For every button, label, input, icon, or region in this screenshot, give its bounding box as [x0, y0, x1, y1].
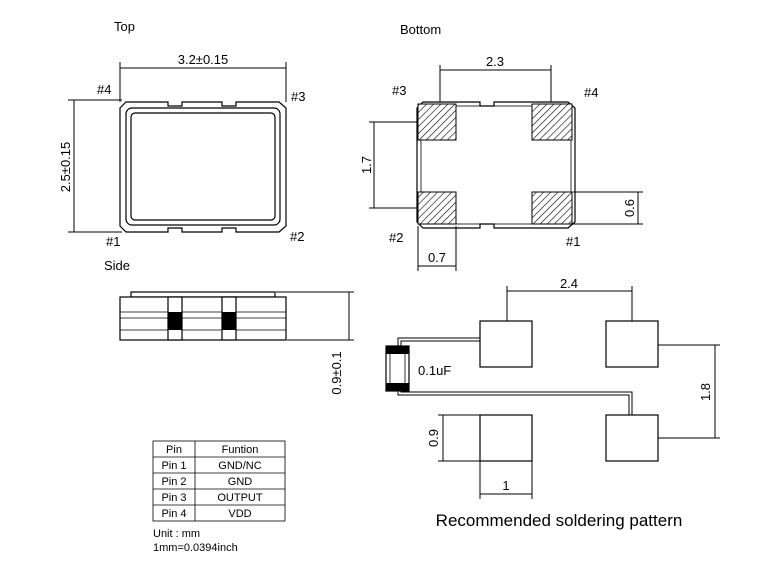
- solder-pad-top-right: [605, 320, 659, 368]
- top-pin2-label: #2: [290, 229, 304, 244]
- solder-pad-vertical-dim-label: 1.8: [698, 383, 713, 401]
- pin-table-header-function: Funtion: [222, 444, 259, 456]
- bottom-pad-vertical-dim-label: 1.7: [359, 156, 374, 174]
- pin-table-cell: Pin 2: [161, 476, 186, 488]
- side-height-dim-label: 0.9±0.1: [329, 351, 344, 394]
- bottom-inner-outline: [420, 105, 572, 225]
- side-terminal-right-fill: [222, 312, 236, 330]
- bottom-pad-height-dim-label: 0.6: [622, 199, 637, 217]
- top-width-dim-label: 3.2±0.15: [178, 52, 229, 67]
- soldering-pattern: 2.4 1.8 0.9 1 0.1uF Recommended solderin…: [385, 276, 720, 530]
- bottom-pin2-label: #2: [389, 230, 403, 245]
- capacitor-label: 0.1uF: [418, 363, 451, 378]
- soldering-pattern-title: Recommended soldering pattern: [436, 511, 683, 530]
- top-pin4-label: #4: [97, 82, 111, 97]
- capacitor-terminal-top: [386, 346, 409, 354]
- pin-table-cell: GND: [228, 476, 253, 488]
- side-view-title: Side: [104, 258, 130, 273]
- pin-table-border: [152, 440, 286, 522]
- bottom-pad-2: [417, 191, 457, 225]
- bottom-pin3-label: #3: [392, 83, 406, 98]
- pin-table: Pin Funtion Pin 1 GND/NC Pin 2 GND Pin 3…: [152, 440, 286, 522]
- pin-table-cell: Pin 4: [161, 508, 186, 520]
- top-lid-inner: [130, 112, 276, 221]
- trace-top-inner: [400, 340, 480, 346]
- bottom-pad-spacing-dim-label: 2.3: [486, 54, 504, 69]
- bottom-view: Bottom 2.3 1.7 0.6 0.7 #3 #4 #2 #1: [359, 22, 643, 271]
- top-view: Top 3.2±0.15 2.5±0.15 #4 #3 #1 #2: [58, 19, 305, 249]
- pin-table-cell: GND/NC: [218, 460, 261, 472]
- bottom-pad-3: [417, 103, 457, 141]
- bottom-pad-width-dim-label: 0.7: [428, 250, 446, 265]
- side-view: Side 0.9±0.1: [104, 258, 354, 395]
- top-pin3-label: #3: [291, 89, 305, 104]
- side-lid: [130, 291, 276, 298]
- solder-pad-spacing-dim-label: 2.4: [560, 276, 578, 291]
- pin-table-cell: Pin 1: [161, 460, 186, 472]
- pin-table-cell: Pin 3: [161, 492, 186, 504]
- unit-note: Unit : mm: [153, 528, 200, 540]
- solder-pad-width-dim-label: 1: [502, 478, 509, 493]
- top-pin1-label: #1: [106, 234, 120, 249]
- conversion-note: 1mm=0.0394inch: [153, 542, 238, 554]
- bottom-pin4-label: #4: [584, 85, 598, 100]
- side-body: [119, 296, 287, 341]
- bottom-pad-1: [531, 191, 573, 225]
- capacitor-terminal-bottom: [386, 383, 409, 391]
- pin-table-cell: OUTPUT: [217, 492, 263, 504]
- side-terminal-left-fill: [168, 312, 182, 330]
- bottom-view-title: Bottom: [400, 22, 441, 37]
- trace-top-outer: [397, 337, 480, 346]
- trace-bottom-inner: [400, 391, 633, 415]
- top-height-dim-label: 2.5±0.15: [58, 142, 73, 193]
- solder-pad-bottom-left: [479, 414, 533, 462]
- top-view-title: Top: [114, 19, 135, 34]
- bottom-pad-4: [531, 103, 573, 141]
- trace-bottom-outer: [397, 391, 630, 415]
- solder-pad-top-left: [479, 320, 533, 368]
- pin-table-cell: VDD: [228, 508, 251, 520]
- solder-pad-bottom-right: [605, 414, 659, 462]
- solder-pad-height-dim-label: 0.9: [426, 429, 441, 447]
- bottom-pin1-label: #1: [566, 234, 580, 249]
- pin-table-header-pin: Pin: [166, 444, 182, 456]
